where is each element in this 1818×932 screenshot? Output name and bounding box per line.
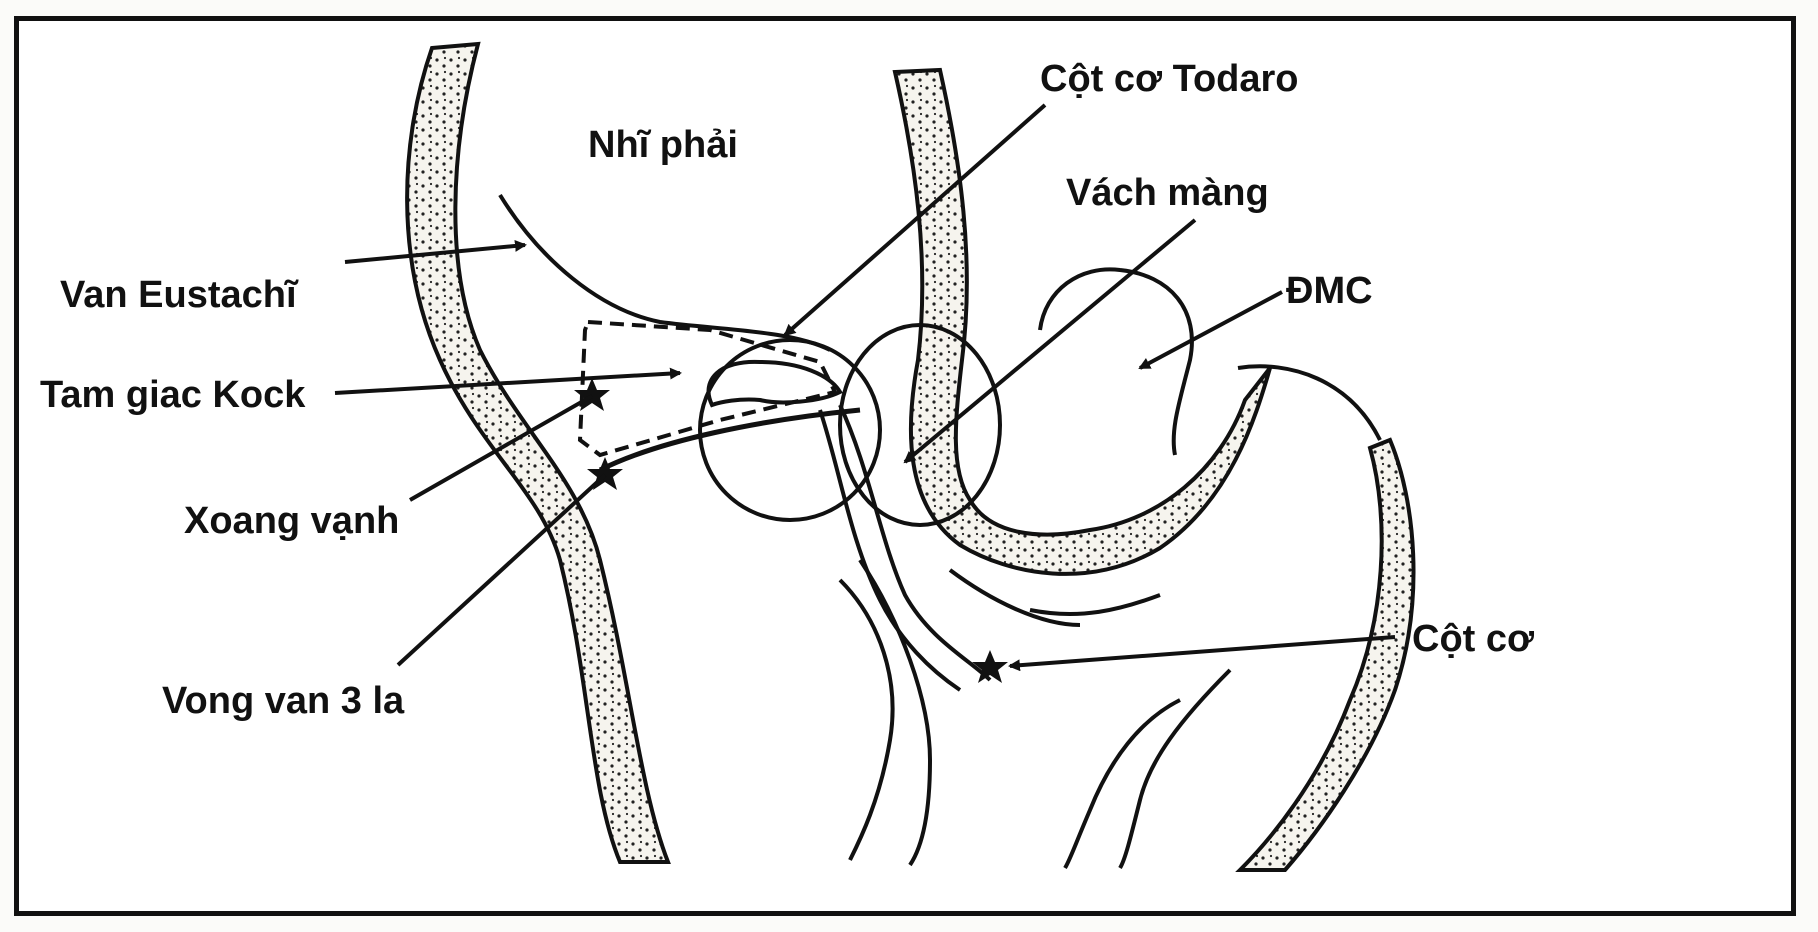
leader-cot-co (1010, 637, 1395, 666)
moderator-band-line (1120, 670, 1230, 868)
label-nhi-phai: Nhĩ phải (588, 126, 738, 164)
label-tam-giac-kock: Tam giac Kock (40, 376, 305, 414)
aortic-root-outline (1040, 269, 1192, 455)
conduction-line-3 (840, 580, 893, 860)
label-cot-co: Cột cơ (1412, 620, 1534, 658)
trabecula-line (1065, 700, 1180, 868)
label-xoang-vanh: Xoang vạnh (184, 502, 399, 540)
label-van-eustachi: Van Eustachĩ (60, 276, 297, 314)
star-marker-xoang (574, 378, 610, 411)
leader-tam-giac-kock (335, 373, 680, 393)
septal-leaflet (1030, 595, 1160, 614)
label-vong-van-3-la: Vong van 3 la (162, 682, 404, 720)
label-dmc: ĐMC (1286, 272, 1373, 310)
papillary-muscle-line (950, 570, 1080, 625)
label-vach-mang: Vách màng (1066, 174, 1269, 212)
leader-dmc (1140, 292, 1282, 368)
coronary-sinus-loop (709, 362, 840, 405)
label-cot-co-todaro: Cột cơ Todaro (1040, 60, 1299, 98)
right-ventricle-wall (1240, 440, 1414, 870)
left-atrial-wall (407, 44, 668, 862)
septal-wall (895, 70, 1270, 574)
